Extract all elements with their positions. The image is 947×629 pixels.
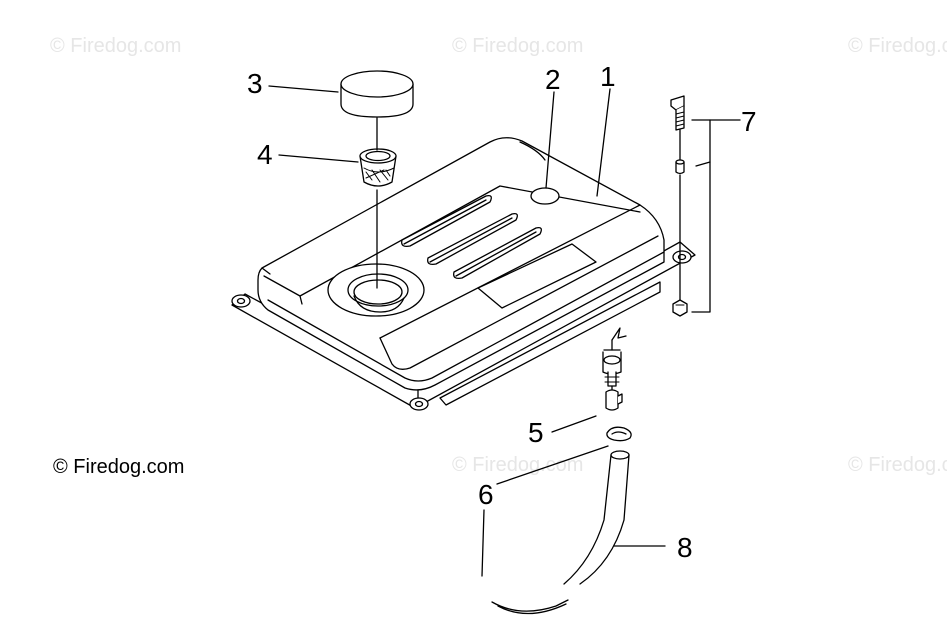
callout-7: 7 [741, 106, 757, 137]
watermark-faint-3: © Firedog.com [848, 35, 947, 57]
fuel-cock [602, 327, 627, 411]
fuel-tank [231, 137, 696, 411]
watermark-faint-5: © Firedog.com [848, 454, 947, 476]
tank-mount-lugs [231, 250, 692, 411]
tank-oval-mark [530, 187, 560, 205]
fuel-hose [491, 450, 630, 615]
callout-4: 4 [257, 139, 273, 170]
callout-3: 3 [247, 68, 263, 99]
hose-clamp [606, 426, 632, 442]
watermark-main: © Firedog.com [53, 456, 185, 478]
callout-7-bracket [691, 119, 711, 313]
callout-6: 6 [478, 479, 494, 510]
leader-lines [268, 85, 666, 577]
fuel-cap [340, 70, 414, 118]
mounting-bolt-set [670, 95, 688, 317]
fuel-strainer [359, 148, 397, 187]
callout-2: 2 [545, 64, 561, 95]
tank-label-plate [477, 243, 597, 309]
tank-body [257, 137, 665, 391]
callout-8: 8 [677, 532, 693, 563]
callout-5: 5 [528, 417, 544, 448]
watermark-faint-2: © Firedog.com [452, 35, 584, 57]
watermark-faint-1: © Firedog.com [50, 35, 182, 57]
callout-1: 1 [600, 61, 616, 92]
watermark-faint-4: © Firedog.com [452, 454, 584, 476]
